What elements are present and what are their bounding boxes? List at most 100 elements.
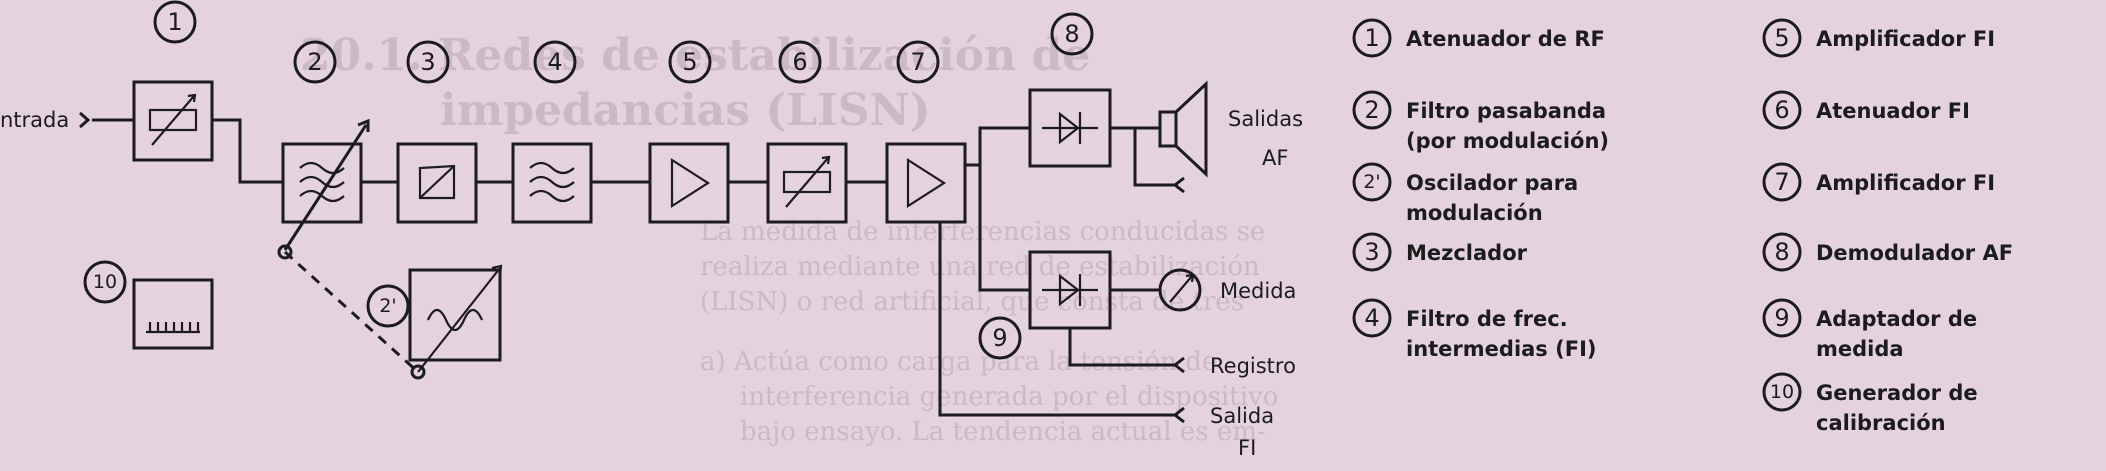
svg-text:5: 5 (682, 48, 697, 76)
svg-text:1: 1 (167, 8, 182, 36)
gang-link-dashed (283, 250, 420, 374)
legend-number: 8 (1774, 238, 1789, 266)
block-2-bandpass-filter (281, 142, 363, 224)
legend-item-8: 8 Demodulador AF (1762, 232, 2013, 272)
callout-10: 10 (83, 260, 127, 304)
legend-text: (por modulación) (1406, 129, 1609, 153)
svg-text:3: 3 (420, 48, 435, 76)
svg-text:6: 6 (792, 48, 807, 76)
label-medida: Medida (1220, 279, 1296, 303)
callout-9: 9 (978, 316, 1022, 360)
tuning-arrow-head (357, 118, 370, 132)
legend-item-2prime: 2' Oscilador para modulación (1352, 162, 1578, 225)
wire-1-2 (212, 118, 283, 184)
legend-item-9: 9 Adaptador de medida (1762, 298, 1977, 361)
label-af: AF (1262, 146, 1288, 170)
legend-item-4: 4 Filtro de frec. intermedias (FI) (1352, 298, 1596, 361)
salida-fi-terminal (1172, 406, 1185, 424)
legend-text: calibración (1816, 411, 1946, 435)
legend-text: Mezclador (1406, 241, 1528, 265)
wire-7-salida-fi (938, 222, 1178, 417)
legend-text: Atenuador de RF (1406, 27, 1605, 51)
tuning-pivot-2 (277, 244, 293, 260)
legend-text: Amplificador FI (1816, 27, 1995, 51)
legend-number: 2 (1364, 96, 1379, 124)
legend-text: Oscilador para (1406, 171, 1578, 195)
callout-8: 8 (1050, 12, 1094, 56)
bg-line-6: bajo ensayo. La tendencia actual es em- (740, 417, 1266, 447)
block-4-if-filter (511, 142, 593, 224)
callout-5: 5 (668, 40, 712, 84)
bg-heading-2: impedancias (LISN) (440, 85, 931, 136)
tuning-arrow-2 (283, 124, 368, 251)
callout-3: 3 (406, 40, 450, 84)
legend-item-1: 1 Atenuador de RF (1352, 18, 1605, 58)
callout-4: 4 (533, 40, 577, 84)
legend-text: Demodulador AF (1816, 241, 2013, 265)
legend-item-10: 10 Generador de calibración (1762, 372, 1978, 435)
legend-number: 5 (1774, 24, 1789, 52)
legend-item-5: 5 Amplificador FI (1762, 18, 1995, 58)
background-print: 20.1. Redes de estabilización de impedan… (300, 30, 1278, 447)
svg-text:2: 2 (307, 48, 322, 76)
legend-text: Amplificador FI (1816, 171, 1995, 195)
svg-text:8: 8 (1064, 20, 1079, 48)
block-10-calibration-generator (132, 278, 214, 350)
bg-line-3: (LISN) o red artificial, que consta de t… (700, 287, 1244, 317)
label-salidas: Salidas (1228, 107, 1303, 131)
legend-text: Filtro de frec. (1406, 307, 1568, 331)
block-2prime-oscillator (408, 264, 503, 380)
legend-text: Atenuador FI (1816, 99, 1970, 123)
legend-number: 9 (1774, 304, 1789, 332)
block-6-if-attenuator (766, 142, 848, 224)
callout-1: 1 (153, 0, 197, 44)
svg-text:2': 2' (379, 295, 396, 317)
legend-number: 10 (1770, 381, 1794, 403)
legend-number: 4 (1364, 304, 1379, 332)
wire-8-af-out (1133, 128, 1178, 187)
callout-6: 6 (778, 40, 822, 84)
bg-line-5: interferencia generada por el dispositiv… (740, 382, 1278, 412)
legend-text: modulación (1406, 201, 1543, 225)
callout-7: 7 (896, 40, 940, 84)
legend-number: 2' (1363, 171, 1380, 193)
bg-heading: 20.1. Redes de estabilización de (300, 30, 1090, 81)
af-out-terminal (1172, 176, 1185, 194)
legend-item-2: 2 Filtro pasabanda (por modulación) (1352, 90, 1609, 153)
legend-text: Filtro pasabanda (1406, 99, 1606, 123)
callout-2prime: 2' (366, 284, 410, 328)
legend-number: 7 (1774, 168, 1789, 196)
block-7-if-amplifier (885, 142, 967, 224)
wire-7-8 (965, 126, 1030, 167)
block-1-rf-attenuator (132, 80, 214, 162)
callout-2: 2 (293, 40, 337, 84)
legend-number: 1 (1364, 24, 1379, 52)
wire-7-9 (978, 165, 1030, 292)
meter-icon (1158, 268, 1202, 312)
label-fi: FI (1238, 436, 1256, 460)
label-registro: Registro (1210, 354, 1296, 378)
input-arrow (79, 111, 91, 129)
legend-number: 6 (1774, 96, 1789, 124)
legend-text: medida (1816, 337, 1904, 361)
legend: 1 Atenuador de RF 2 Filtro pasabanda (por mo… (1352, 18, 2013, 435)
loudspeaker-icon (1158, 80, 1208, 178)
legend-item-7: 7 Amplificador FI (1762, 162, 1995, 202)
legend-text: Generador de (1816, 381, 1978, 405)
block-8-af-demodulator (1028, 88, 1112, 168)
legend-item-6: 6 Atenuador FI (1762, 90, 1970, 130)
bg-line-4: a) Actúa como carga para la tensión de (700, 347, 1217, 377)
legend-text: Adaptador de (1816, 307, 1977, 331)
svg-text:10: 10 (93, 271, 117, 293)
registro-terminal (1172, 356, 1185, 374)
label-entrada: ntrada (0, 108, 69, 132)
svg-text:4: 4 (547, 48, 562, 76)
legend-text: intermedias (FI) (1406, 337, 1596, 361)
svg-text:9: 9 (992, 324, 1007, 352)
label-salida: Salida (1210, 404, 1274, 428)
block-5-if-amplifier (648, 142, 730, 224)
block-3-mixer (396, 142, 478, 224)
